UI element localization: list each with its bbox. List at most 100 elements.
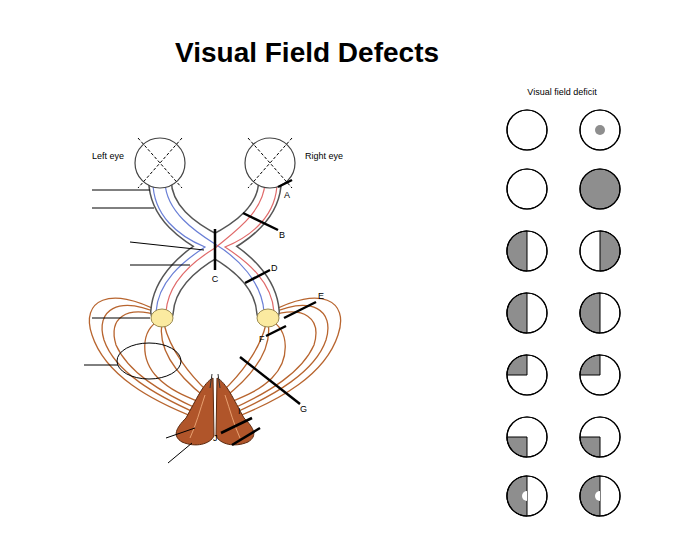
field-chart — [507, 169, 547, 209]
field-chart — [507, 417, 547, 457]
field-chart — [580, 355, 620, 395]
lesion-letter: E — [318, 292, 324, 302]
left-eye — [135, 138, 185, 188]
field-circle — [507, 231, 547, 271]
page-title: Visual Field Defects — [175, 38, 439, 69]
meyer-loop-outline — [117, 343, 181, 379]
lesion-e — [284, 302, 316, 318]
radiation-fiber — [224, 322, 269, 398]
field-border — [507, 169, 547, 209]
field-deficit — [507, 476, 527, 516]
field-circle — [507, 293, 547, 333]
field-border — [507, 355, 547, 395]
leader-line — [168, 443, 192, 463]
field-chart — [507, 293, 547, 333]
field-circle — [580, 293, 620, 333]
pathway-fill — [160, 180, 215, 246]
field-border — [580, 355, 620, 395]
field-deficit — [507, 231, 527, 271]
central-scotoma — [595, 125, 605, 135]
pathway-fill — [215, 246, 268, 312]
field-border — [580, 417, 620, 457]
lesion-letter: I — [238, 407, 241, 417]
lesion-i — [221, 418, 252, 433]
field-deficit — [580, 293, 600, 333]
field-deficit — [600, 231, 620, 271]
pathway-outline — [162, 246, 215, 312]
field-chart — [507, 355, 547, 395]
field-chart — [507, 476, 547, 516]
radiation-fiber — [222, 324, 266, 392]
right-lgn — [257, 309, 279, 327]
lesion-letter: J — [213, 434, 218, 444]
lesion-j — [232, 428, 260, 445]
field-border — [580, 110, 620, 150]
field-chart — [580, 417, 620, 457]
midline — [210, 374, 220, 388]
field-circle — [580, 476, 620, 516]
leader-line — [92, 318, 150, 319]
leader-line — [92, 190, 150, 191]
field-chart — [580, 293, 620, 333]
pathway-fill — [162, 246, 215, 312]
eye-label: Right eye — [305, 152, 343, 162]
pathway-outline — [215, 246, 268, 312]
lesion-letter: B — [279, 231, 285, 241]
lgn — [151, 309, 279, 327]
field-chart — [507, 110, 547, 150]
field-circle — [580, 110, 620, 150]
field-border — [580, 231, 620, 271]
right-eye — [245, 138, 295, 188]
field-border — [507, 110, 547, 150]
leader-line — [166, 428, 195, 438]
radiation-fiber — [145, 320, 204, 404]
field-circle — [507, 476, 547, 516]
field-border — [507, 293, 547, 333]
left-lgn — [151, 309, 173, 327]
chart-heading: Visual field deficit — [527, 88, 596, 98]
field-border — [507, 231, 547, 271]
visual-field-charts — [507, 110, 620, 516]
macular-sparing — [522, 491, 527, 501]
visual-axis — [138, 138, 292, 188]
radiation-fiber — [164, 324, 208, 392]
field-chart — [580, 231, 620, 271]
field-border — [580, 476, 620, 516]
eyes — [135, 138, 295, 188]
lesion-d — [245, 270, 270, 283]
lesion-letter: C — [212, 275, 219, 285]
lesion-b — [243, 213, 278, 230]
optic-radiations — [89, 298, 340, 418]
field-circle — [580, 231, 620, 271]
field-border — [507, 417, 547, 457]
field-deficit — [507, 293, 527, 333]
field-circle — [580, 417, 620, 457]
lesion-marks — [215, 180, 316, 445]
radiation-fiber — [230, 312, 316, 410]
lesion-letter: A — [284, 191, 290, 201]
radiation-fiber — [226, 320, 285, 404]
field-circle — [507, 355, 547, 395]
field-deficit — [580, 476, 600, 516]
field-chart — [507, 231, 547, 271]
pathway-outline — [160, 180, 215, 246]
field-border — [580, 293, 620, 333]
pathway-outline — [215, 180, 270, 246]
field-border — [507, 476, 547, 516]
field-circle — [580, 169, 620, 209]
radiation-fiber — [114, 312, 200, 410]
field-circle — [507, 110, 547, 150]
field-circle — [507, 169, 547, 209]
calcarine-sulcus — [190, 395, 240, 438]
leader-lines — [84, 190, 204, 463]
lesion-a — [278, 180, 292, 187]
pathway-fill — [215, 180, 270, 246]
left-occipital-lobe — [176, 378, 214, 445]
macular-sparing — [595, 491, 600, 501]
leader-line — [84, 365, 118, 366]
field-chart — [580, 169, 620, 209]
lesion-g — [240, 357, 300, 404]
field-border — [580, 169, 620, 209]
lesion-c — [214, 229, 217, 270]
